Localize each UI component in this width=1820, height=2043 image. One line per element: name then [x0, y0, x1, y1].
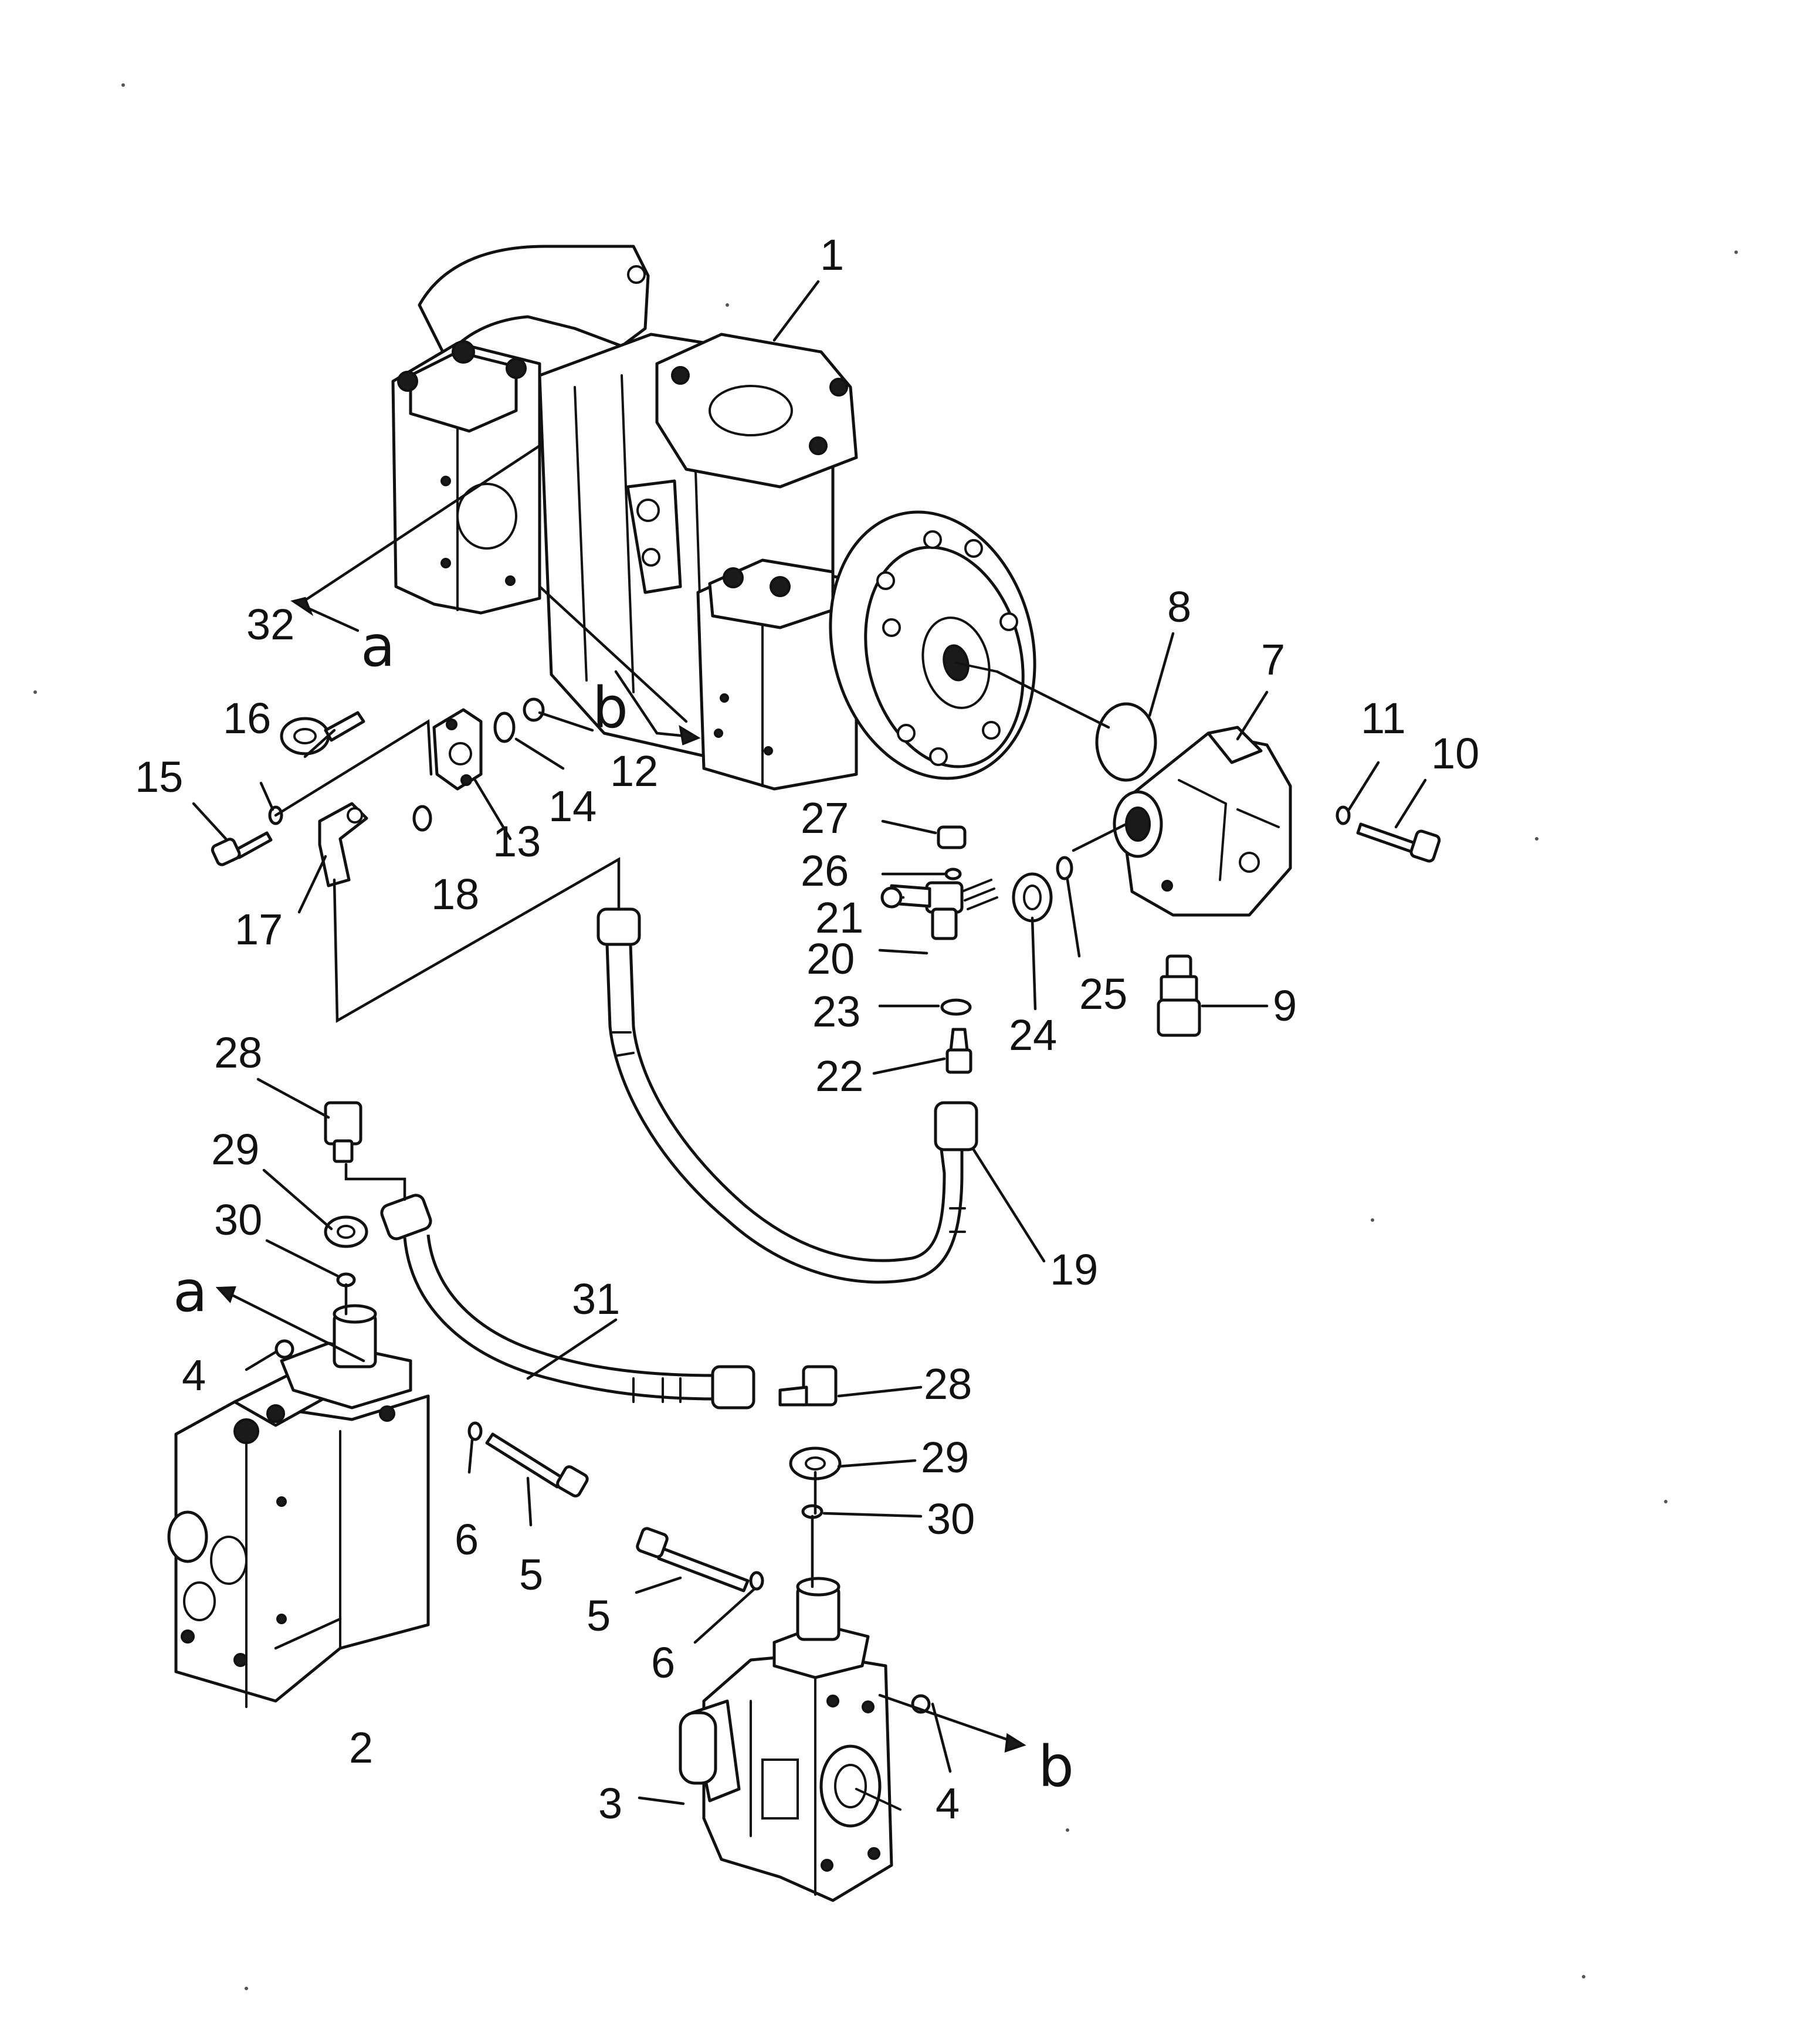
- marker-b-lower: b: [1038, 1734, 1074, 1800]
- o-ring-8: [1095, 702, 1157, 782]
- callout-13: 13: [493, 817, 541, 866]
- control-valve-right: [679, 1577, 901, 1902]
- callout-30-lower: 30: [927, 1495, 975, 1543]
- hose-31: [380, 1194, 755, 1410]
- callout-3: 3: [598, 1779, 622, 1828]
- callout-29-lower: 29: [921, 1433, 969, 1482]
- callout-22: 22: [815, 1052, 863, 1100]
- callout-1: 1: [820, 231, 844, 279]
- marker-a-upper: a: [361, 614, 395, 679]
- gear-pump: [1113, 726, 1292, 917]
- callout-18: 18: [431, 870, 479, 919]
- marker-b-upper: b: [592, 675, 628, 741]
- callout-16: 16: [223, 694, 271, 743]
- callout-32: 32: [246, 600, 294, 649]
- callout-21: 21: [815, 893, 863, 942]
- callout-31: 31: [572, 1275, 620, 1323]
- callout-6-right: 6: [651, 1638, 675, 1687]
- callout-4-left: 4: [182, 1351, 206, 1400]
- callout-11: 11: [1361, 694, 1406, 743]
- callout-10: 10: [1431, 729, 1479, 778]
- small-hardware: [211, 697, 1441, 1714]
- callout-28-upper: 28: [214, 1028, 262, 1077]
- callout-24: 24: [1009, 1011, 1057, 1059]
- scan-noise: [33, 83, 1738, 1990]
- callout-15: 15: [135, 753, 183, 801]
- callout-19: 19: [1050, 1245, 1098, 1294]
- callout-8: 8: [1167, 582, 1191, 631]
- callout-5-left: 5: [519, 1550, 543, 1599]
- callout-14: 14: [548, 782, 597, 831]
- control-valve-left: [167, 1304, 430, 1708]
- callout-9: 9: [1273, 981, 1297, 1030]
- hose-19: [597, 907, 978, 1284]
- callout-labels: 1 8 7 11 10 32 16 15 17 18 13 14 12 27 2…: [135, 231, 1479, 1828]
- callout-29-upper: 29: [211, 1125, 259, 1174]
- callout-20: 20: [806, 934, 855, 983]
- callout-28-lower: 28: [924, 1360, 972, 1408]
- callout-4-right: 4: [936, 1779, 960, 1828]
- callout-26: 26: [801, 846, 849, 895]
- callout-6-left: 6: [455, 1515, 479, 1564]
- callout-12: 12: [610, 747, 658, 795]
- fitting-9: [1157, 954, 1201, 1037]
- callout-7: 7: [1261, 635, 1285, 684]
- connection-arrows: [215, 444, 1026, 1753]
- callout-27: 27: [801, 794, 849, 842]
- leader-lines: [192, 280, 1427, 1805]
- callout-17: 17: [235, 905, 283, 954]
- callout-5-right: 5: [587, 1591, 611, 1640]
- marker-a-lower: a: [173, 1259, 208, 1324]
- callout-25: 25: [1079, 970, 1127, 1018]
- callout-23: 23: [812, 987, 860, 1036]
- hydraulic-pump-assembly: [391, 245, 1036, 791]
- callout-30-upper: 30: [214, 1195, 262, 1244]
- callout-2: 2: [349, 1723, 373, 1772]
